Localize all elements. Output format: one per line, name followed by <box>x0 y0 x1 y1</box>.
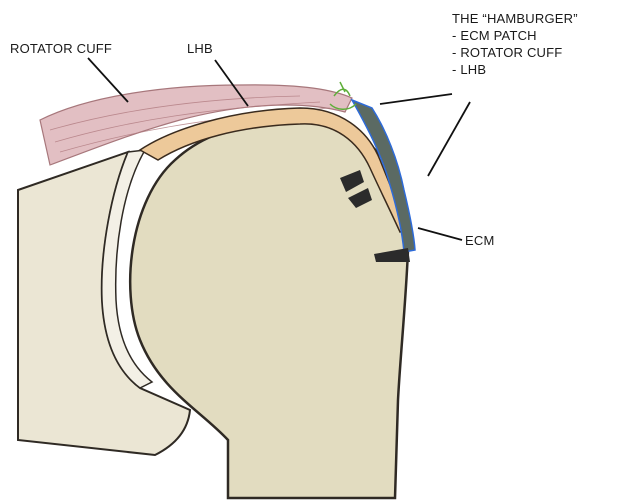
label-lhb: LHB <box>187 40 213 57</box>
legend-item: - ROTATOR CUFF <box>452 44 578 61</box>
legend-item: - LHB <box>452 61 578 78</box>
hamburger-legend: THE “HAMBURGER” - ECM PATCH - ROTATOR CU… <box>452 10 578 78</box>
leader-hamburger-1 <box>380 94 452 104</box>
label-rotator-cuff: ROTATOR CUFF <box>10 40 112 57</box>
legend-item: - ECM PATCH <box>452 27 578 44</box>
leader-rotator-cuff <box>88 58 128 102</box>
leader-hamburger-2 <box>428 102 470 176</box>
leader-ecm <box>418 228 462 240</box>
label-ecm: ECM <box>465 232 495 249</box>
legend-title: THE “HAMBURGER” <box>452 10 578 27</box>
